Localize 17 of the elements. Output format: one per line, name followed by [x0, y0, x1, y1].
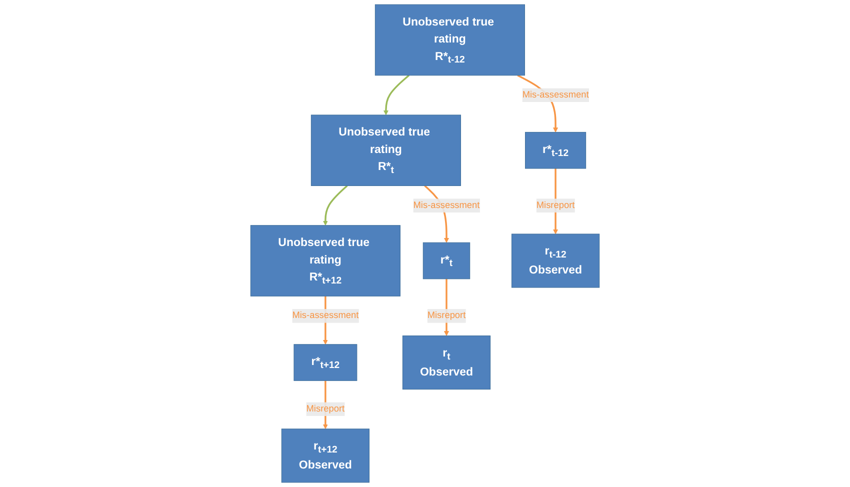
node-box: r$_{t+12}$ Observed — [281, 428, 370, 483]
arrow — [383, 74, 410, 116]
node-box: r*$_{t+12}$ — [294, 344, 358, 381]
arrow — [322, 185, 348, 226]
edge-label: Mis-assessment — [522, 90, 589, 100]
edge-label: Mis-assessment — [292, 310, 359, 321]
node-box: r*$_{t}$ — [422, 242, 470, 280]
edge-label: Misreport — [306, 404, 345, 414]
node-box: r*$_{t-12}$ — [525, 132, 586, 169]
node-box: r$_{t-12}$ Observed — [511, 234, 600, 288]
edge-label: Misreport — [427, 310, 466, 321]
node-box: Unobserved true rating R*$_{t}$ — [310, 114, 461, 186]
node-box: Unobserved true rating R*$_{t+12}$ — [250, 225, 400, 296]
edge-label: Mis-assessment — [413, 200, 480, 210]
edge-label: Misreport — [536, 200, 575, 210]
node-box: r$_{t}$ Observed — [402, 336, 491, 390]
node-box: Unobserved true rating R*$_{t-12}$ — [374, 4, 525, 76]
